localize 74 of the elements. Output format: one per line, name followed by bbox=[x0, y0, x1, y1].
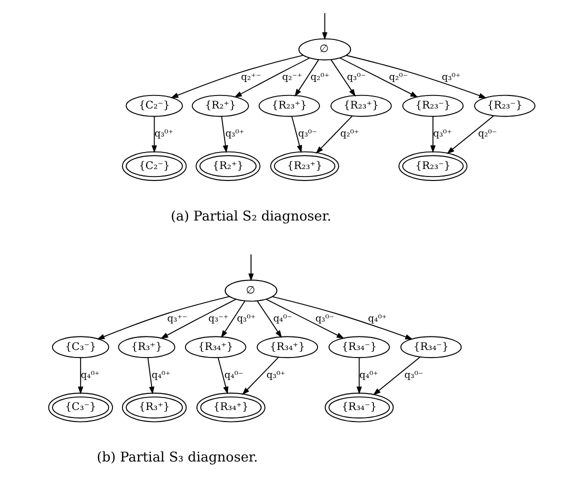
node-ellipse: {R₃⁺} bbox=[122, 392, 187, 422]
edge-label: q₃⁰⁻ bbox=[346, 72, 366, 83]
arrow bbox=[372, 356, 420, 396]
edge-label: q₂⁰⁺ bbox=[310, 72, 330, 83]
edge-label: q₄⁰⁺ bbox=[152, 370, 170, 381]
edge-label: q₂⁺⁻ bbox=[240, 72, 262, 83]
node-ellipse: {R₃₄⁺} bbox=[256, 336, 318, 358]
edge-label: q₄⁰⁺ bbox=[368, 313, 387, 324]
edge-label: q₂⁰⁻ bbox=[478, 128, 497, 140]
node-ellipse: {R₂₃⁺} bbox=[270, 151, 340, 181]
node-ellipse: {R₃₄⁻} bbox=[324, 392, 394, 422]
arrow bbox=[96, 296, 230, 340]
arrow bbox=[340, 58, 418, 98]
arrow bbox=[152, 116, 157, 154]
arrow bbox=[430, 116, 436, 154]
arrow bbox=[218, 357, 228, 394]
edge-label: q₃⁰⁺ bbox=[225, 128, 244, 140]
arrow bbox=[291, 116, 302, 153]
edge-label: q₄⁰⁻ bbox=[273, 313, 292, 324]
edge-label: q₃⁰⁻ bbox=[404, 370, 424, 381]
node-ellipse: {R₃₄⁻} bbox=[328, 336, 390, 358]
arrow bbox=[446, 115, 494, 154]
edge-label: q₂⁻⁺ bbox=[282, 72, 302, 83]
arrow bbox=[322, 12, 328, 40]
arrow bbox=[272, 296, 413, 340]
edge-label: q₃⁰⁻ bbox=[298, 128, 317, 140]
node-ellipse: {R₂₃⁻} bbox=[402, 94, 464, 117]
arrow bbox=[248, 254, 254, 282]
arrow bbox=[294, 59, 320, 97]
arrow bbox=[346, 54, 487, 98]
node-ellipse: ∅ bbox=[224, 280, 278, 302]
node-ellipse: {C₃⁻} bbox=[48, 392, 113, 422]
arrow bbox=[242, 356, 280, 395]
label: (a) Partial S₂ diagnoser. bbox=[170, 209, 332, 224]
edge-label: q₃⁰⁺ bbox=[236, 313, 256, 324]
node-ellipse: {R₃₄⁻} bbox=[400, 336, 462, 358]
node-ellipse: {C₂⁻} bbox=[122, 151, 187, 181]
edge-label: q₃⁰⁻ bbox=[315, 313, 334, 324]
node-ellipse: {R₂⁺} bbox=[192, 94, 249, 117]
edge-label: q₃⁻⁺ bbox=[208, 313, 228, 324]
edge-label: q₃⁰⁺ bbox=[433, 128, 452, 140]
node-ellipse: ∅ bbox=[298, 38, 352, 60]
edge-label: q₄⁰⁺ bbox=[359, 370, 378, 381]
node-ellipse: {R₂⁺} bbox=[196, 151, 260, 181]
arrow bbox=[256, 300, 282, 338]
arrow bbox=[266, 298, 344, 339]
node-ellipse: {R₂₃⁺} bbox=[330, 94, 392, 117]
arrow bbox=[220, 300, 246, 338]
arrow bbox=[147, 357, 154, 394]
label: (b) Partial S₃ diagnoser. bbox=[96, 450, 258, 466]
arrow bbox=[78, 357, 84, 394]
edge-label: q₂⁰⁺ bbox=[340, 128, 360, 140]
arrow bbox=[330, 59, 356, 97]
arrow bbox=[160, 298, 236, 339]
edge-label: q₄⁰⁻ bbox=[224, 370, 244, 381]
edge-label: q₃⁰⁺ bbox=[442, 72, 461, 83]
edge-label: q₃⁰⁺ bbox=[266, 370, 286, 381]
edge-label: q₃⁺⁻ bbox=[167, 313, 188, 324]
node-ellipse: {R₃⁺} bbox=[118, 336, 176, 358]
edge-label: q₃⁰⁺ bbox=[154, 128, 174, 140]
edge-label: q₄⁰⁺ bbox=[80, 370, 100, 381]
node-ellipse: {R₂₃⁻} bbox=[398, 151, 468, 181]
node-ellipse: {C₃⁻} bbox=[52, 336, 110, 358]
arrow bbox=[170, 54, 304, 98]
arrow bbox=[221, 116, 228, 154]
node-ellipse: {R₂₃⁺} bbox=[258, 94, 320, 117]
arrow bbox=[234, 58, 310, 98]
edge-label: q₂⁰⁻ bbox=[389, 72, 408, 83]
node-ellipse: {R₃₄⁺} bbox=[184, 336, 246, 358]
arrow bbox=[356, 357, 362, 394]
arrow bbox=[316, 115, 353, 154]
node-ellipse: {R₃₄⁺} bbox=[196, 392, 266, 422]
node-ellipse: {R₂₃⁻} bbox=[474, 94, 536, 117]
node-ellipse: {C₂⁻} bbox=[126, 94, 183, 117]
